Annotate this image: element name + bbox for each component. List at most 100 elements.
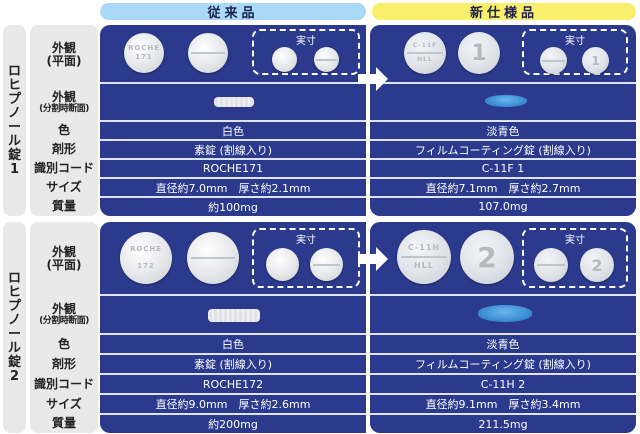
form-value: 素錠 (割線入り): [193, 143, 273, 157]
row-label-subtext: (分割時断面): [39, 315, 89, 326]
tablet-actual-back: [310, 248, 343, 281]
product-name-char: ヒ: [7, 284, 21, 300]
arrow-right-icon: [358, 67, 388, 91]
code-value: ROCHE171: [202, 162, 264, 175]
row-divider: [370, 353, 636, 355]
product-name-char: プ: [7, 298, 21, 314]
row-divider: [100, 353, 366, 355]
actual-size-box: 実寸: [252, 29, 360, 75]
product-name-2: ロ ヒ プ ノ ー ル 錠 2: [3, 222, 26, 433]
tablet-actual-back: 1: [582, 47, 609, 74]
product-name-char: ロ: [7, 270, 21, 286]
conventional-product-label: 従来品: [207, 6, 259, 21]
row-divider: [370, 373, 636, 375]
row-divider: [100, 82, 366, 84]
row-divider: [100, 393, 366, 395]
tablet-actual-front: [540, 47, 567, 74]
tablet-image-back: [188, 33, 228, 73]
product-name-char: ヒ: [7, 77, 21, 93]
new-spec-product-label: 新仕様品: [469, 6, 538, 21]
product-name-char: プ: [7, 91, 21, 107]
row-label-text: 識別コード: [33, 376, 94, 391]
product-name-char: 2: [9, 368, 20, 384]
row-labels-2: 外観 (平面) 外観 (分割時断面) 色 剤形 識別コード サイズ 質量: [30, 222, 98, 433]
row-label-text: 剤形: [51, 356, 76, 371]
weight-value: 211.5mg: [478, 417, 528, 431]
row-labels-1: 外観 (平面) 外観 (分割時断面) 色 剤形 識別コード サイズ 質量: [30, 25, 98, 216]
row-label-size: サイズ: [30, 394, 98, 414]
actual-size-box: 実寸: [252, 228, 360, 288]
row-divider: [370, 333, 636, 335]
tablet-actual-front: [266, 248, 299, 281]
size-value: 直径約7.1mm 厚さ約2.7mm: [425, 181, 581, 195]
form-value: フィルムコーティング錠 (割線入り): [415, 143, 591, 157]
row-label-text: 識別コード: [33, 161, 94, 175]
code-value: ROCHE172: [202, 377, 264, 391]
row-label-text: 外観: [51, 301, 76, 316]
product-name-char: 錠: [7, 354, 21, 370]
row-divider: [100, 413, 366, 415]
row-label-subtext: (平面): [46, 53, 82, 68]
arrow-right-icon: [358, 247, 388, 271]
code-value: C-11H 2: [480, 377, 526, 391]
row-label-form: 剤形: [30, 354, 98, 374]
row-label-weight: 質量: [30, 197, 98, 216]
product-name-char: ル: [7, 340, 21, 356]
row-label-text: 色: [57, 336, 70, 351]
actual-size-label: 実寸: [565, 235, 585, 246]
actual-size-label: 実寸: [296, 235, 316, 246]
size-value: 直径約9.1mm 厚さ約3.4mm: [425, 398, 581, 411]
product-name-1: ロ ヒ プ ノ ー ル 錠 1: [3, 25, 26, 216]
row-label-text: 質量: [51, 199, 76, 213]
product-section-2: ロ ヒ プ ノ ー ル 錠 2 外観 (平面) 外観 (分割時断面) 色 剤形 …: [0, 222, 640, 433]
row-label-size: サイズ: [30, 178, 98, 197]
color-value: 淡青色: [486, 338, 520, 351]
tablet-cross-section-blue: [485, 95, 527, 107]
product-name-char: 1: [9, 161, 20, 177]
row-label-text: 外観: [51, 244, 76, 259]
row-label-subtext: (分割時断面): [39, 103, 89, 114]
tablet-actual-back: [314, 47, 339, 72]
form-value: 素錠 (割線入り): [193, 358, 273, 371]
actual-size-box: 実寸 2: [522, 228, 628, 288]
row-label-color: 色: [30, 334, 98, 354]
color-value: 白色: [222, 338, 244, 351]
tablet-actual-back: 2: [580, 248, 614, 282]
new-spec-product-header: 新仕様品: [372, 3, 636, 21]
row-divider: [370, 139, 636, 141]
row-label-subtext: (平面): [46, 257, 82, 272]
size-value: 直径約9.0mm 厚さ約2.6mm: [155, 398, 311, 411]
row-label-color: 色: [30, 121, 98, 140]
color-value: 白色: [222, 124, 244, 138]
row-divider: [370, 120, 636, 122]
row-divider: [370, 177, 636, 179]
tablet-actual-front: [272, 47, 297, 72]
code-value: C-11F 1: [481, 162, 525, 175]
row-label-appearance-top: 外観 (平面): [30, 222, 98, 295]
product-name-char: ル: [7, 133, 21, 149]
row-label-code: 識別コード: [30, 159, 98, 178]
row-divider: [370, 196, 636, 198]
row-divider: [370, 294, 636, 296]
row-label-form: 剤形: [30, 140, 98, 159]
product-name-char: ー: [7, 326, 21, 342]
size-value: 直径約7.0mm 厚さ約2.1mm: [155, 181, 311, 195]
row-divider: [100, 139, 366, 141]
actual-size-label: 実寸: [296, 36, 316, 47]
product-name-char: ー: [7, 119, 21, 135]
row-divider: [370, 393, 636, 395]
row-label-text: 質量: [51, 416, 76, 430]
weight-value: 107.0mg: [478, 200, 528, 213]
row-label-text: サイズ: [46, 396, 82, 411]
form-value: フィルムコーティング錠 (割線入り): [415, 358, 591, 371]
row-divider: [100, 196, 366, 198]
row-divider: [100, 158, 366, 160]
